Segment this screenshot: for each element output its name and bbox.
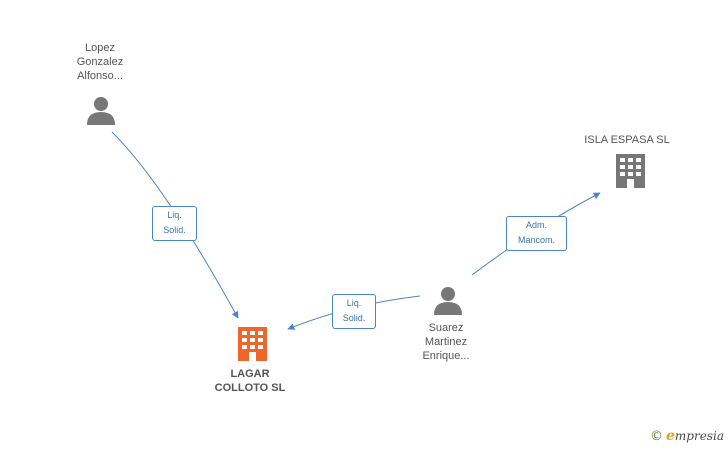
edge-label-line: Mancom.	[517, 235, 555, 245]
node-label-line: ISLA ESPASA SL	[584, 134, 670, 146]
edge-label-line: Liq.	[346, 298, 362, 308]
node-label-line: Martinez	[424, 336, 468, 348]
node-label-line: LAGAR	[230, 368, 270, 380]
node-label-line: Gonzalez	[76, 56, 124, 68]
edge-label-lopez-lagar: Liq. Solid.	[152, 206, 197, 241]
edge-label-line: Solid.	[342, 313, 366, 323]
edge-lopez-to-lagar	[111, 131, 239, 319]
copyright-icon: ©	[650, 429, 663, 444]
person-icon[interactable]	[434, 287, 462, 315]
node-label-lagar[interactable]: LAGAR COLLOTO SL	[190, 367, 310, 395]
edge-label-suarez-lagar: Liq. Solid.	[332, 294, 376, 329]
main-company-building-icon[interactable]	[238, 327, 267, 361]
node-label-isla[interactable]: ISLA ESPASA SL	[567, 133, 687, 147]
node-label-line: Enrique...	[422, 350, 470, 362]
brand-initial: e	[666, 428, 675, 444]
node-label-suarez[interactable]: Suarez Martinez Enrique...	[386, 321, 506, 363]
node-label-line: Suarez	[428, 322, 464, 334]
edge-label-line: Solid.	[163, 225, 186, 235]
person-icon[interactable]	[87, 97, 115, 125]
brand-name: mpresia	[674, 429, 724, 443]
edge-label-line: Liq.	[167, 210, 182, 220]
node-label-line: Alfonso...	[77, 70, 123, 82]
edge-label-line: Adm.	[525, 220, 547, 230]
node-label-line: Lopez	[85, 42, 115, 54]
edge-label-suarez-isla: Adm. Mancom.	[506, 216, 567, 251]
node-label-line: COLLOTO SL	[214, 382, 286, 394]
node-label-lopez[interactable]: Lopez Gonzalez Alfonso...	[40, 41, 160, 83]
building-icon[interactable]	[616, 154, 645, 188]
empresia-logo: ©empresia	[650, 428, 724, 448]
